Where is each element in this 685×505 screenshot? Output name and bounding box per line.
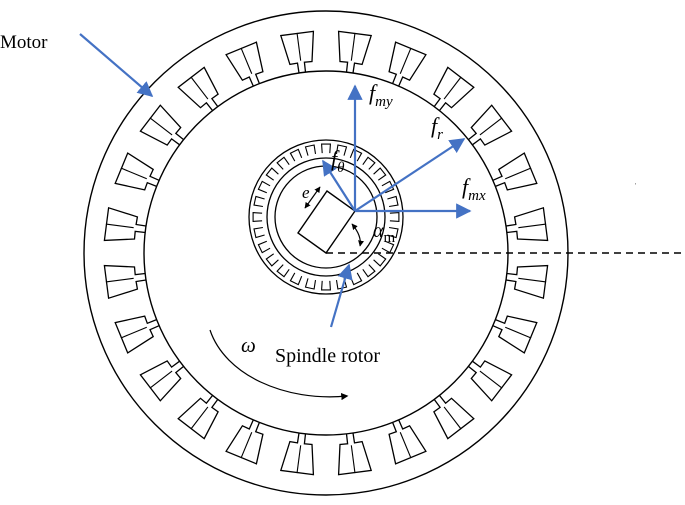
stator-slot-divider: [443, 406, 462, 430]
rotor-slot: [265, 253, 279, 267]
stator-slot: [225, 41, 264, 87]
spindle-rotor-pointer-arrow: [329, 263, 353, 328]
rotor-slot: [252, 212, 263, 222]
stator-slot-divider: [190, 76, 209, 100]
rotor-slot: [253, 226, 265, 239]
rotor-outer-ring: [248, 139, 404, 295]
rotor-slot: [349, 272, 363, 286]
stator-slot: [139, 104, 185, 146]
rotor-slot: [289, 148, 303, 162]
fmx-label: fmx: [462, 174, 486, 204]
stator-slot-divider: [518, 277, 547, 283]
fr-label: fr: [431, 113, 443, 143]
rotor-slot: [381, 180, 395, 194]
stator-slot: [114, 315, 160, 354]
rotor-slot: [257, 180, 271, 194]
stray-mark: ˈ: [634, 182, 637, 191]
rotor-slot: [276, 264, 290, 278]
e-label: e: [302, 183, 310, 202]
fmy-label: fmy: [369, 80, 393, 110]
rotor-slot: [389, 212, 400, 222]
stator-slot: [467, 104, 513, 146]
stator-slot: [177, 394, 219, 440]
stator-slot-divider: [296, 32, 302, 61]
stator-slot: [492, 315, 538, 354]
stator-slot-divider: [190, 406, 209, 430]
spindle-rotor-label: Spindle rotor: [275, 345, 380, 367]
eccentricity-square: [297, 190, 356, 254]
rotor-slot: [349, 148, 363, 162]
stator-slot-divider: [149, 370, 173, 389]
rotor-inner-ring: [266, 157, 386, 277]
rotor-slot: [335, 144, 348, 156]
stator-slot: [177, 66, 219, 112]
alpha-angle-arc: [351, 223, 364, 247]
rotor-slot: [362, 264, 376, 278]
omega-label: ω: [241, 333, 256, 357]
stator-slot-divider: [149, 117, 173, 136]
stator-slot: [139, 360, 185, 402]
stator-slot-divider: [443, 76, 462, 100]
ftheta-arrow: [322, 159, 356, 212]
rotation-arrow: [209, 329, 349, 401]
stator-slots: [103, 30, 549, 476]
stator-slot-divider: [120, 167, 147, 180]
rotor-slot: [276, 156, 290, 170]
rotor-slot: [265, 167, 279, 181]
stator-slot-divider: [240, 47, 253, 74]
stator-slot: [225, 419, 264, 465]
rotor-slot: [387, 195, 399, 208]
e-dimension-arrow: [304, 186, 321, 209]
stator-slot-divider: [399, 432, 412, 459]
stator-slot-divider: [350, 445, 356, 474]
fr-arrow: [354, 138, 466, 212]
stator-slot-divider: [350, 32, 356, 61]
stator-slot: [467, 360, 513, 402]
stator-slot-divider: [105, 277, 134, 283]
stator-slot-divider: [120, 326, 147, 339]
rotor-slot: [362, 156, 376, 170]
rotor-slot: [289, 272, 303, 286]
stator-slot: [114, 152, 160, 191]
motor-label: Motor: [0, 32, 48, 53]
rotor-slot: [381, 240, 395, 254]
stator-slot-divider: [240, 432, 253, 459]
stator-slot: [492, 152, 538, 191]
stator-slot-divider: [505, 326, 532, 339]
rotor-slot: [373, 167, 387, 181]
rotor-slot: [253, 195, 265, 208]
stator-slot: [388, 41, 427, 87]
rotor-slot: [257, 240, 271, 254]
stator-slot: [433, 394, 475, 440]
rotor-slot: [304, 278, 317, 290]
stator-slot-divider: [105, 223, 134, 229]
motor-pointer-arrow: [79, 33, 154, 98]
rotor-slot: [321, 280, 331, 291]
stator-slot-divider: [479, 117, 503, 136]
stator-slot: [433, 66, 475, 112]
alpha-label: αm: [373, 220, 396, 246]
stator-slot: [388, 419, 427, 465]
rotor-slot: [321, 143, 331, 154]
rotor-slot: [304, 144, 317, 156]
rotor-slot: [387, 226, 399, 239]
rotor-slots: [252, 143, 400, 291]
stator-slot-divider: [479, 370, 503, 389]
stator-slot-divider: [518, 223, 547, 229]
stator-slot-divider: [505, 167, 532, 180]
stator-slot-divider: [399, 47, 412, 74]
rotor-slot: [373, 253, 387, 267]
ftheta-label: fθ: [331, 146, 345, 176]
stator-slot-divider: [296, 445, 302, 474]
